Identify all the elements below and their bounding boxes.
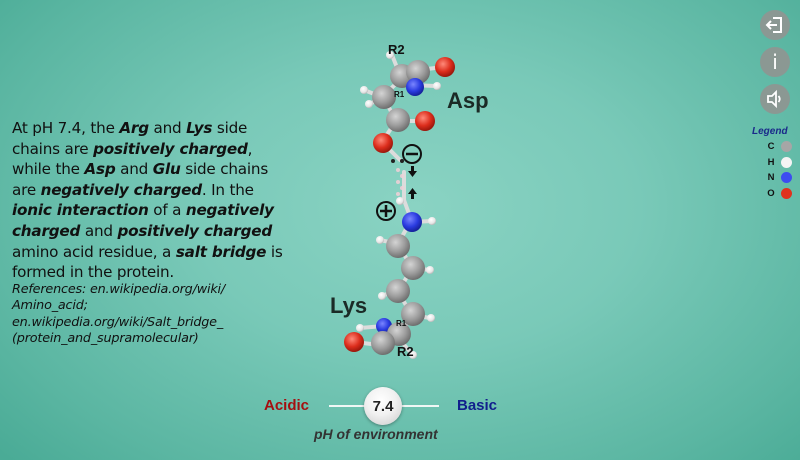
ph-slider-handle[interactable]: 7.4	[364, 387, 402, 425]
atom-c	[386, 108, 410, 132]
exit-button[interactable]	[760, 10, 790, 40]
legend-color-dot	[781, 187, 792, 199]
description-segment: , while the	[12, 139, 253, 179]
description-text: At pH 7.4, the Arg and Lys side chains a…	[12, 118, 292, 283]
atom-c	[406, 60, 430, 84]
emphasized-term: Arg	[119, 119, 149, 137]
emphasized-term: positively charged	[117, 221, 273, 240]
atom-o	[415, 111, 435, 131]
legend-label: N	[767, 172, 775, 184]
arrow-down-icon	[408, 166, 417, 177]
description-segment: of a	[148, 201, 186, 220]
atom-c	[401, 302, 425, 326]
atom-h	[386, 51, 394, 59]
atom-n	[406, 78, 424, 96]
residue-label-lys: Lys	[330, 293, 368, 318]
atoms	[344, 51, 455, 359]
atom-h	[376, 236, 384, 244]
legend-color-dot	[781, 141, 792, 153]
description-segment: is formed in the protein.	[12, 242, 283, 282]
atom-h	[426, 266, 434, 274]
atom-n	[402, 212, 422, 232]
legend-item-n: N	[752, 170, 796, 186]
atom-c	[401, 256, 425, 280]
basic-label: Basic	[457, 397, 498, 414]
legend-item-o: O	[752, 186, 796, 202]
atom-label-r1-top: R1	[394, 90, 405, 99]
atom-h	[409, 351, 417, 359]
emphasized-term: negatively charged	[12, 201, 274, 240]
exit-icon	[765, 17, 782, 33]
legend-color-dot	[781, 156, 792, 168]
atom-h	[428, 217, 436, 225]
atom-h	[433, 82, 441, 90]
hydrogen-bond-dots	[396, 168, 404, 196]
atom-h	[378, 292, 386, 300]
legend-label: C	[767, 141, 775, 153]
emphasized-term: Glu	[152, 160, 181, 179]
emphasized-term: Asp	[84, 160, 116, 179]
sound-button[interactable]	[760, 84, 790, 114]
legend-label: H	[767, 156, 775, 168]
acidic-label: Acidic	[264, 397, 310, 414]
arrow-up-icon	[408, 188, 417, 199]
atom-h	[360, 86, 368, 94]
atom-o	[344, 332, 364, 352]
description-segment: side chains are	[12, 160, 269, 199]
description-segment: and	[115, 160, 153, 179]
atom-label-r2-bottom: R2	[397, 344, 414, 359]
legend-item-h: H	[752, 155, 796, 171]
description-segment: . In the	[201, 180, 254, 199]
info-button[interactable]: i	[760, 47, 790, 77]
emphasized-term: negatively charged	[40, 180, 202, 199]
atom-label-r2-top: R2	[388, 42, 405, 57]
atom-label-r1-bottom: R1	[396, 319, 407, 328]
residue-label-asp: Asp	[447, 88, 489, 113]
negative-charge-icon	[402, 144, 422, 164]
emphasized-term: positively charged	[93, 139, 248, 158]
positive-charge-icon	[376, 201, 396, 221]
atom-o	[435, 57, 455, 77]
atom-c	[386, 279, 410, 303]
description-segment: side chains are	[12, 119, 248, 158]
description-segment: At pH 7.4, the	[12, 119, 120, 137]
legend-title: Legend	[752, 126, 788, 137]
emphasized-term: ionic interaction	[12, 201, 149, 220]
emphasized-term: Lys	[186, 119, 213, 137]
atom-h	[427, 314, 435, 322]
atom-h	[396, 197, 404, 205]
description-segment: and	[148, 119, 187, 137]
atom-h	[365, 100, 373, 108]
legend-label: O	[767, 187, 775, 199]
ph-caption: pH of environment	[314, 426, 438, 442]
atom-c	[371, 331, 395, 355]
atom-h	[356, 324, 364, 332]
info-icon: i	[772, 50, 778, 74]
references-text: References: en.wikipedia.org/wiki/ Amino…	[12, 282, 225, 346]
emphasized-term: salt bridge	[175, 242, 267, 261]
atom-c	[372, 85, 396, 109]
speaker-icon	[767, 89, 781, 109]
atom-o	[373, 133, 393, 153]
description-segment: amino acid residue, a	[12, 242, 176, 261]
legend-item-c: C	[752, 139, 796, 155]
legend-color-dot	[781, 172, 792, 184]
atom-c	[386, 234, 410, 258]
description-segment: and	[80, 221, 118, 240]
